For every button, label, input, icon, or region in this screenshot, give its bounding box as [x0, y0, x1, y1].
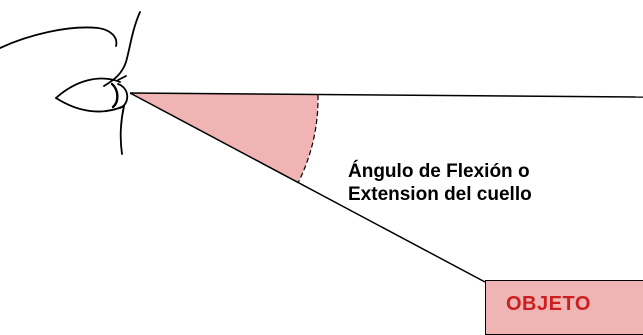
horizontal-sight-line [129, 92, 643, 98]
object-sight-line [129, 92, 486, 283]
object-label: OBJETO [506, 293, 591, 315]
angle-caption-line1: Ángulo de Flexión o [348, 161, 530, 182]
angle-caption: Ángulo de Flexión o Extension del cuello [348, 160, 532, 206]
angle-arc [297, 94, 319, 184]
object-box: OBJETO [485, 280, 643, 335]
eye-profile-icon [0, 11, 141, 155]
angle-sector [130, 93, 319, 183]
angle-caption-line2: Extension del cuello [348, 184, 532, 205]
viewing-angle-diagram [0, 11, 643, 283]
